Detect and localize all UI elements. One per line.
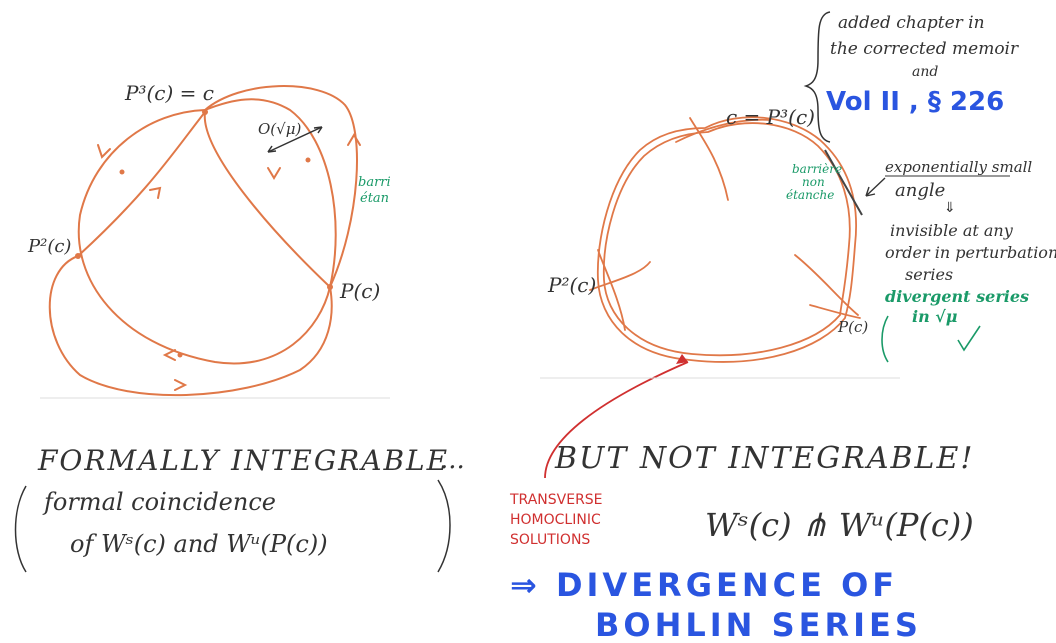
vol-reference: Vol II , § 226	[826, 87, 1004, 117]
left-order-arrow	[267, 126, 323, 153]
formal-line-1: formal coincidence	[42, 488, 276, 516]
right-barrier-line-1: barrière	[792, 162, 842, 176]
invisible-note: invisible at any order in perturbation s…	[885, 221, 1056, 284]
ellipsis: ...	[440, 445, 465, 475]
right-label-pc: P(c)	[837, 318, 868, 336]
left-label-p2c: P²(c)	[27, 236, 71, 257]
invisible-line-2: order in perturbation	[885, 243, 1056, 262]
added-chapter-brace	[803, 11, 831, 143]
right-label-c-p3c: c = P³(c)	[726, 105, 815, 129]
exp-small-arrow-to-tangent	[865, 177, 886, 197]
but-not-integrable-title: BUT NOT INTEGRABLE!	[554, 441, 974, 476]
left-arrow-6	[174, 379, 188, 391]
right-tangle-p2c-1	[597, 249, 626, 331]
divergent-line-1: divergent series	[885, 287, 1029, 306]
formally-integrable-title: FORMALLY INTEGRABLE	[37, 444, 449, 477]
left-barrier-line-2: étan	[360, 191, 389, 206]
bohlin-series-title: BOHLIN SERIES	[595, 606, 922, 643]
right-tangle-c-1	[689, 117, 729, 201]
transverse-arrow	[544, 361, 689, 479]
formal-line-2: of Wˢ(c) and Wᵘ(P(c))	[70, 530, 328, 558]
invisible-line-1: invisible at any	[890, 221, 1014, 240]
transverse-arrowhead	[676, 354, 688, 364]
left-inner-orbit-2	[203, 111, 331, 288]
formal-paren-left	[14, 485, 27, 573]
right-diagram	[589, 116, 861, 363]
right-wavy-orbit-2	[602, 122, 851, 357]
right-tangle-c-2	[675, 118, 771, 143]
right-label-barrier: barrière non étanche	[786, 162, 846, 202]
left-inner-orbit	[77, 111, 206, 257]
transversal-formula: Wˢ(c) ⋔ Wᵘ(P(c))	[705, 506, 974, 544]
divergence-title: ⇒ DIVERGENCE OF	[510, 566, 898, 604]
left-arrow-3	[267, 167, 281, 180]
left-barrier-line-1: barri	[358, 175, 391, 190]
divergent-check	[957, 325, 981, 352]
added-chapter-line-1: added chapter in	[838, 13, 985, 33]
left-label-pc: P(c)	[339, 279, 380, 303]
exp-small-line-2: angle	[895, 180, 945, 201]
left-label-p3c: P³(c) = c	[124, 81, 214, 105]
added-chapter-line-2: the corrected memoir	[830, 39, 1019, 59]
left-label-barrier: barri étan	[358, 175, 395, 206]
left-upper-orbit	[204, 85, 358, 288]
transverse-line-2: HOMOCLINIC	[510, 512, 601, 528]
invisible-line-3: series	[905, 265, 953, 284]
left-arrow-5	[162, 349, 176, 361]
left-arrow-4	[347, 133, 361, 146]
left-arrow-2	[149, 186, 162, 199]
divergent-line-2: in √μ	[912, 307, 958, 326]
formal-coincidence-note: formal coincidence of Wˢ(c) and Wᵘ(P(c))	[42, 488, 328, 558]
left-label-order: O(√μ)	[258, 120, 301, 138]
left-arrow-1	[97, 144, 111, 159]
exp-small-line-1: exponentially small	[885, 158, 1032, 176]
transverse-note: TRANSVERSE HOMOCLINIC SOLUTIONS	[509, 492, 607, 548]
divergent-note: divergent series in √μ	[885, 287, 1035, 326]
right-wavy-orbit	[596, 116, 857, 363]
left-lower-orbit	[48, 255, 333, 397]
formal-paren-right	[437, 479, 451, 573]
added-chapter-note: added chapter in the corrected memoir an…	[830, 13, 1024, 80]
divergent-paren	[881, 315, 889, 363]
right-tangle-pc-2	[809, 304, 861, 319]
right-label-p2c: P²(c)	[547, 273, 596, 297]
added-chapter-line-3: and	[912, 64, 938, 80]
transverse-line-1: TRANSVERSE	[509, 492, 603, 508]
transverse-line-3: SOLUTIONS	[510, 532, 590, 548]
right-tangle-p2c-2	[589, 261, 651, 291]
right-barrier-line-2: non	[802, 175, 825, 189]
left-dots	[75, 109, 333, 358]
right-tangle-pc-1	[794, 254, 859, 316]
left-outer-orbit	[77, 98, 337, 365]
exp-small-down-arrow: ⇓	[944, 200, 956, 216]
right-barrier-tangent	[824, 149, 863, 216]
left-diagram	[48, 85, 361, 397]
right-barrier-line-3: étanche	[786, 188, 834, 202]
